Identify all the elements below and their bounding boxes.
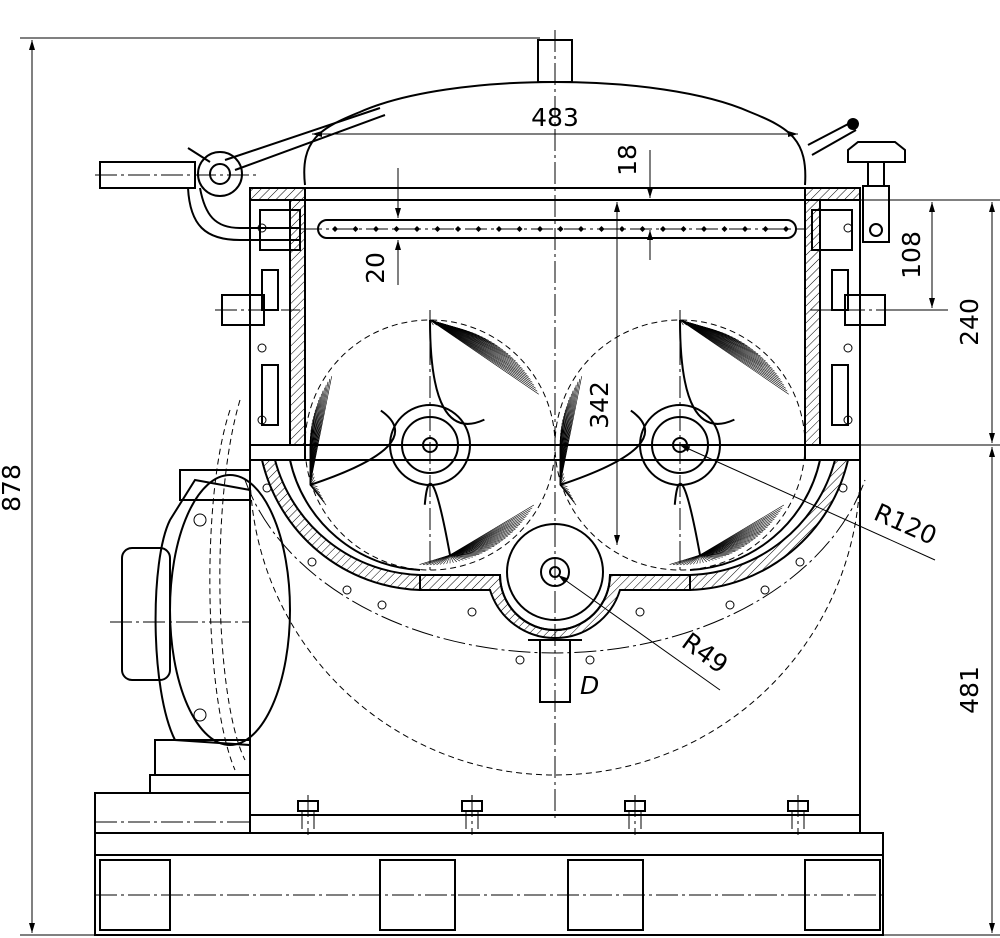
dimension-878: 878 bbox=[0, 37, 540, 936]
outlet-label-D: D bbox=[580, 671, 599, 700]
dim-18-label: 18 bbox=[613, 144, 642, 176]
rotor-right bbox=[540, 310, 810, 571]
trough-bolts bbox=[262, 483, 848, 665]
dimension-483: 483 bbox=[312, 103, 798, 137]
dimension-R120: R120 bbox=[679, 444, 941, 561]
dimension-240: 240 bbox=[860, 199, 1000, 446]
dim-481-label: 481 bbox=[955, 666, 984, 714]
drive-motor bbox=[110, 399, 291, 794]
dim-R120-label: R120 bbox=[870, 498, 941, 551]
dimension-342: 342 bbox=[585, 202, 620, 545]
dim-108-label: 108 bbox=[897, 231, 926, 279]
dim-483-label: 483 bbox=[531, 103, 579, 132]
dim-878-label: 878 bbox=[0, 464, 26, 512]
dim-R49-label: R49 bbox=[677, 627, 734, 679]
dim-240-label: 240 bbox=[955, 298, 984, 346]
dimension-108: 108 bbox=[880, 199, 948, 311]
dim-20-label: 20 bbox=[361, 252, 390, 284]
rotor-left bbox=[290, 310, 560, 571]
flange-bolts bbox=[257, 223, 853, 425]
base-bolts bbox=[297, 795, 809, 835]
base-frame bbox=[94, 832, 884, 936]
dimension-18: 18 bbox=[613, 144, 653, 260]
vessel-lid bbox=[95, 30, 906, 820]
dim-342-label: 342 bbox=[585, 381, 614, 429]
spray-pipe bbox=[300, 219, 805, 239]
dimension-481: 481 bbox=[883, 447, 1000, 936]
trough bbox=[244, 459, 866, 776]
dimension-20: 20 bbox=[361, 168, 401, 285]
